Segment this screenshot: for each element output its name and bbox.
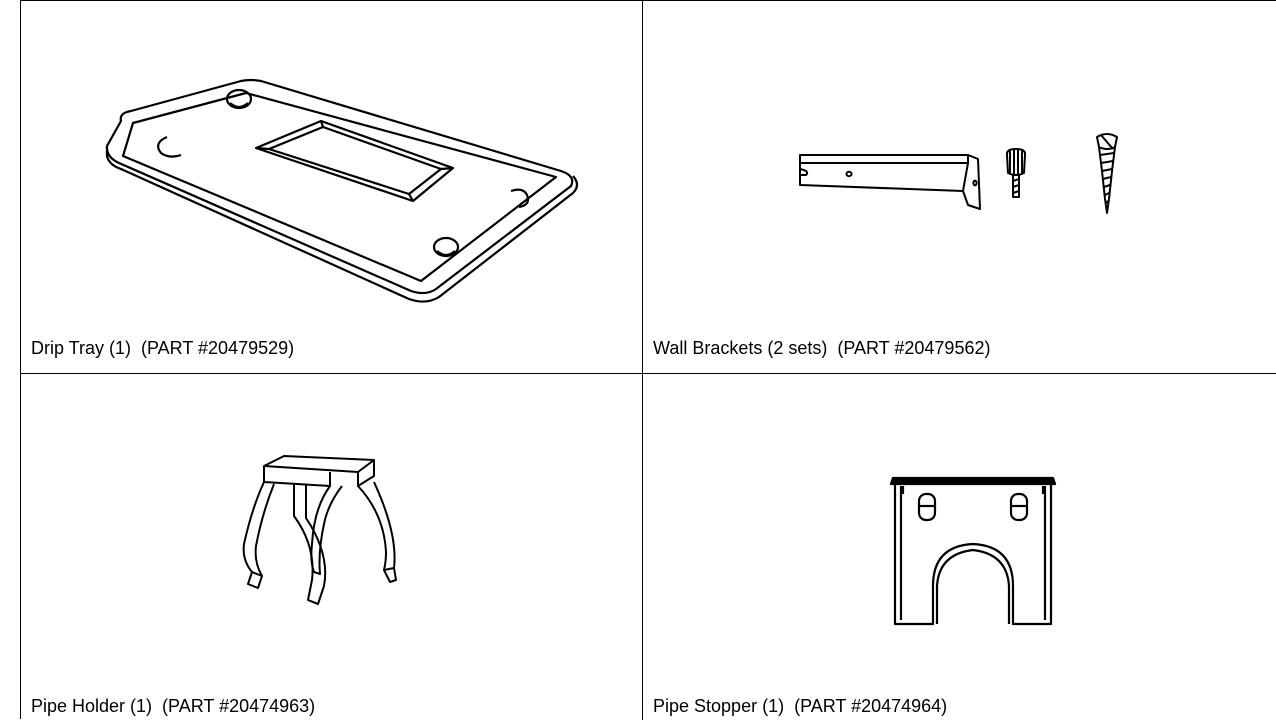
part-cell-wall-brackets: Wall Brackets (2 sets) (PART #20479562) — [643, 1, 1276, 374]
part-cell-drip-tray: Drip Tray (1) (PART #20479529) — [21, 1, 643, 374]
drip-tray-icon — [105, 78, 579, 303]
part-caption-drip-tray: Drip Tray (1) (PART #20479529) — [31, 338, 295, 358]
part-caption-wall-brackets: Wall Brackets (2 sets) (PART #20479562) — [653, 338, 991, 358]
pipe-stopper-icon — [889, 476, 1057, 626]
part-caption-pipe-holder: Pipe Holder (1) (PART #20474963) — [31, 696, 316, 716]
part-cell-pipe-stopper: Pipe Stopper (1) (PART #20474964) — [643, 374, 1276, 720]
part-caption-pipe-stopper: Pipe Stopper (1) (PART #20474964) — [653, 696, 948, 716]
pipe-holder-icon — [242, 455, 397, 605]
part-cell-pipe-holder: Pipe Holder (1) (PART #20474963) — [21, 374, 643, 720]
wall-bracket-icon — [799, 133, 1118, 214]
parts-table: Drip Tray (1) (PART #20479529) — [20, 0, 1276, 720]
